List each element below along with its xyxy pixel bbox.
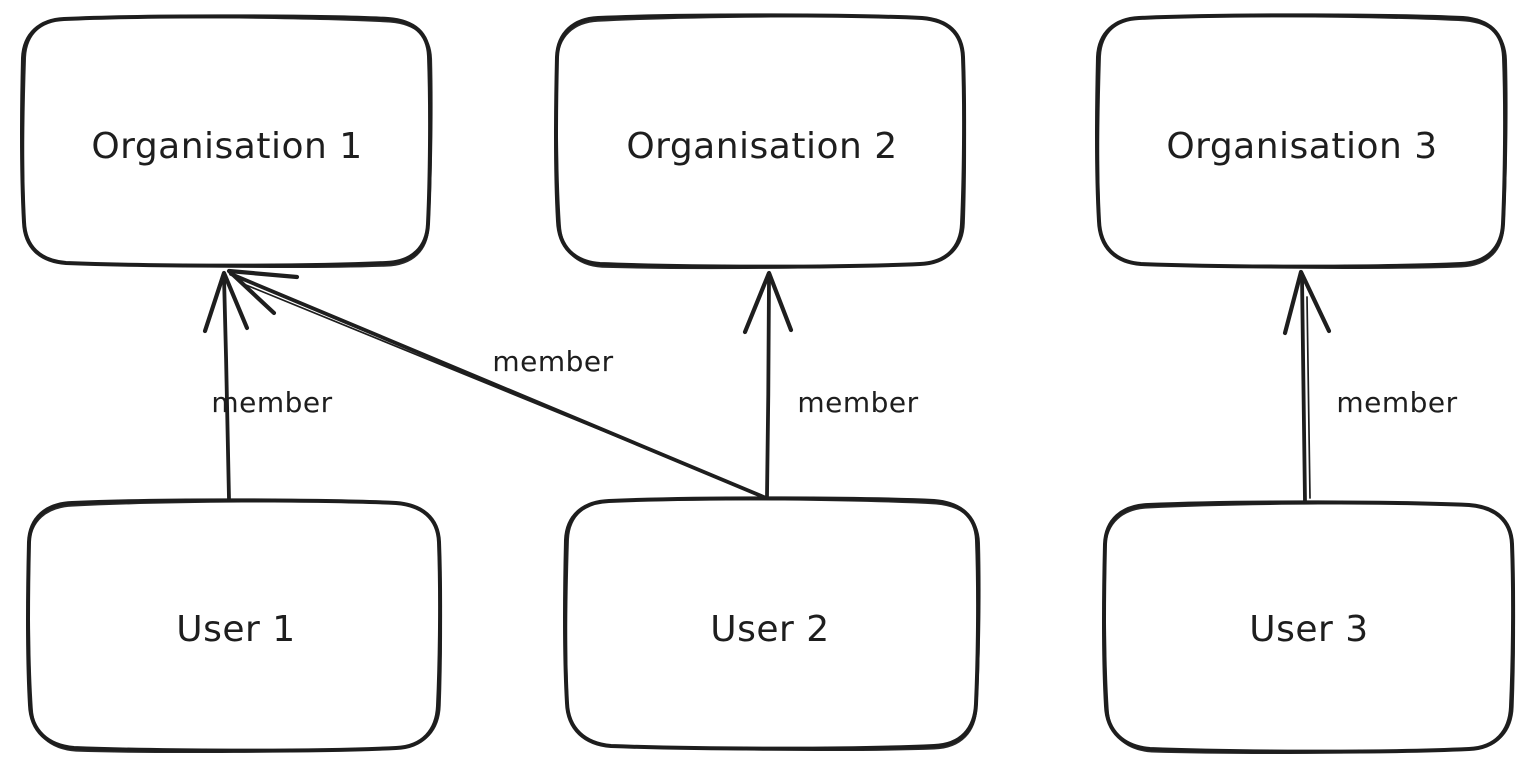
edge-line-overdraw — [1306, 296, 1311, 499]
node-user-1: User 1 — [26, 498, 444, 755]
node-user-2: User 2 — [563, 496, 982, 753]
edge-user2-organisation2: member — [742, 270, 918, 498]
node-label: User 2 — [710, 609, 829, 650]
edge-user1-organisation1: member — [202, 270, 332, 501]
edge-user3-organisation3: member — [1282, 269, 1457, 504]
node-label: User 3 — [1249, 609, 1368, 650]
edge-line — [1300, 275, 1307, 504]
arrowhead — [202, 270, 250, 334]
node-label: User 1 — [176, 609, 295, 650]
edge-line — [222, 275, 231, 501]
node-label: Organisation 3 — [1166, 126, 1437, 167]
node-label: Organisation 1 — [91, 126, 362, 167]
edge-line-overdraw — [245, 284, 761, 496]
arrowhead — [742, 270, 794, 335]
node-organisation-3: Organisation 3 — [1095, 13, 1509, 271]
edge-line — [765, 276, 771, 498]
edge-label: member — [211, 386, 332, 419]
node-user-3: User 3 — [1102, 500, 1517, 756]
edge-label: member — [492, 345, 613, 378]
edge-label: member — [797, 386, 918, 419]
arrowhead — [226, 268, 300, 316]
node-organisation-2: Organisation 2 — [554, 13, 968, 271]
node-organisation-1: Organisation 1 — [20, 14, 434, 270]
arrowhead — [1282, 269, 1332, 336]
edge-label: member — [1336, 386, 1457, 419]
edge-user2-organisation1: member — [226, 268, 768, 500]
node-label: Organisation 2 — [626, 126, 897, 167]
